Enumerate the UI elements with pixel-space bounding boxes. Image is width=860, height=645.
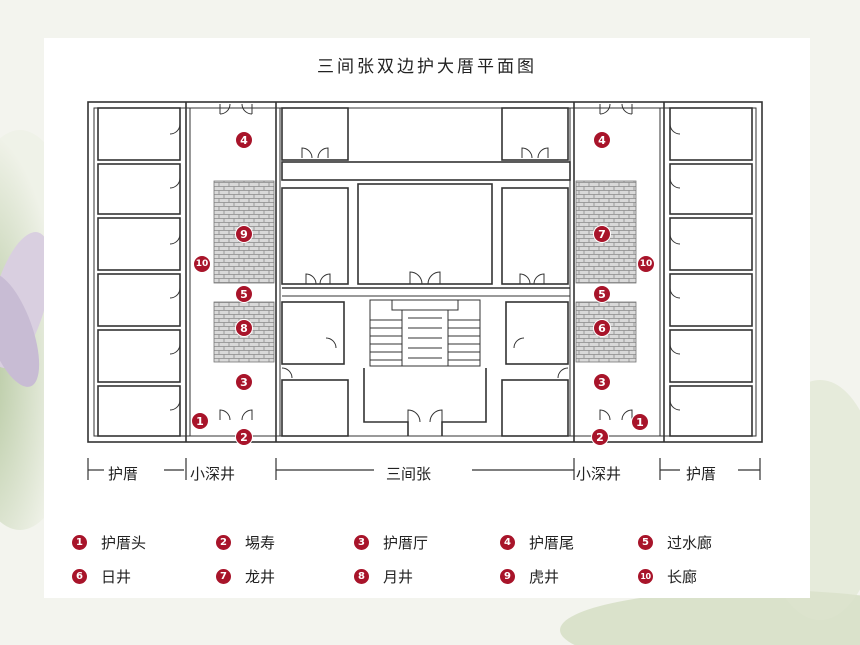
diagram-panel: 1 2 3 4 5 8 9 10 1 2 3 4 5 6 7 10 三间张双边护大厝平面图 护厝 小深井 三间… xyxy=(44,38,810,598)
legend-label: 护厝厅 xyxy=(383,534,429,552)
plan-marker-6: 6 xyxy=(593,319,611,337)
legend-marker: 8 xyxy=(354,569,369,584)
outer-wall xyxy=(87,101,763,443)
legend-label: 埸寿 xyxy=(245,534,276,552)
plan-marker-3: 3 xyxy=(593,373,611,391)
legend-label: 过水廊 xyxy=(667,534,713,552)
legend-item: 3 护厝厅 xyxy=(354,532,428,553)
plan-marker-10: 10 xyxy=(193,255,211,273)
inner-wall xyxy=(93,107,757,437)
back-hall-left-room xyxy=(281,107,349,161)
plan-marker-1: 1 xyxy=(631,413,649,431)
plan-marker-3: 3 xyxy=(235,373,253,391)
legend-label: 月井 xyxy=(383,568,414,586)
legend-marker: 2 xyxy=(216,535,231,550)
side-room-left xyxy=(281,187,349,285)
plan-marker-2: 2 xyxy=(235,428,253,446)
floor-plan xyxy=(87,101,763,480)
legend-item: 5 过水廊 xyxy=(638,532,712,553)
door-swings xyxy=(169,103,681,423)
plan-marker-5: 5 xyxy=(593,285,611,303)
lower-right-room xyxy=(505,301,569,365)
plan-marker-10: 10 xyxy=(637,255,655,273)
section-label-left-well: 小深井 xyxy=(190,465,236,483)
legend-label: 龙井 xyxy=(245,568,276,586)
legend-label: 日井 xyxy=(101,568,132,586)
legend-label: 长廊 xyxy=(667,568,698,586)
central-stairs xyxy=(369,299,481,367)
right-wing-rooms xyxy=(669,107,753,437)
plan-marker-8: 8 xyxy=(235,319,253,337)
legend-marker: 6 xyxy=(72,569,87,584)
legend-marker: 1 xyxy=(72,535,87,550)
plan-marker-4: 4 xyxy=(593,131,611,149)
plan-marker-2: 2 xyxy=(591,428,609,446)
legend-item: 8 月井 xyxy=(354,566,413,587)
legend-marker: 4 xyxy=(500,535,515,550)
section-label-right-wing: 护厝 xyxy=(686,465,717,483)
legend-item: 2 埸寿 xyxy=(216,532,275,553)
plan-marker-7: 7 xyxy=(593,225,611,243)
legend-marker: 5 xyxy=(638,535,653,550)
section-label-center: 三间张 xyxy=(386,465,432,483)
main-hall xyxy=(357,183,493,285)
left-wing-rooms xyxy=(97,107,181,437)
lower-left-room xyxy=(281,301,345,365)
legend-item: 1 护厝头 xyxy=(72,532,146,553)
section-label-left-wing: 护厝 xyxy=(108,465,139,483)
plan-marker-5: 5 xyxy=(235,285,253,303)
cross-corridor xyxy=(281,161,571,181)
brick-courtyards xyxy=(213,180,637,363)
plan-marker-1: 1 xyxy=(191,412,209,430)
plan-marker-4: 4 xyxy=(235,131,253,149)
legend-marker: 10 xyxy=(638,569,653,584)
diagram-title: 三间张双边护大厝平面图 xyxy=(317,57,537,77)
legend-item: 6 日井 xyxy=(72,566,131,587)
plan-marker-9: 9 xyxy=(235,225,253,243)
legend-label: 护厝尾 xyxy=(529,534,575,552)
side-room-right xyxy=(501,187,569,285)
legend-label: 护厝头 xyxy=(101,534,147,552)
legend-marker: 7 xyxy=(216,569,231,584)
back-hall-right-room xyxy=(501,107,569,161)
front-right-room xyxy=(501,379,569,437)
legend-label: 虎井 xyxy=(529,568,560,586)
section-label-right-well: 小深井 xyxy=(576,465,622,483)
legend-item: 4 护厝尾 xyxy=(500,532,574,553)
legend-marker: 9 xyxy=(500,569,515,584)
section-bar xyxy=(87,458,761,480)
legend-item: 10 长廊 xyxy=(638,566,697,587)
front-left-room xyxy=(281,379,349,437)
legend-item: 9 虎井 xyxy=(500,566,559,587)
legend-marker: 3 xyxy=(354,535,369,550)
legend-item: 7 龙井 xyxy=(216,566,275,587)
